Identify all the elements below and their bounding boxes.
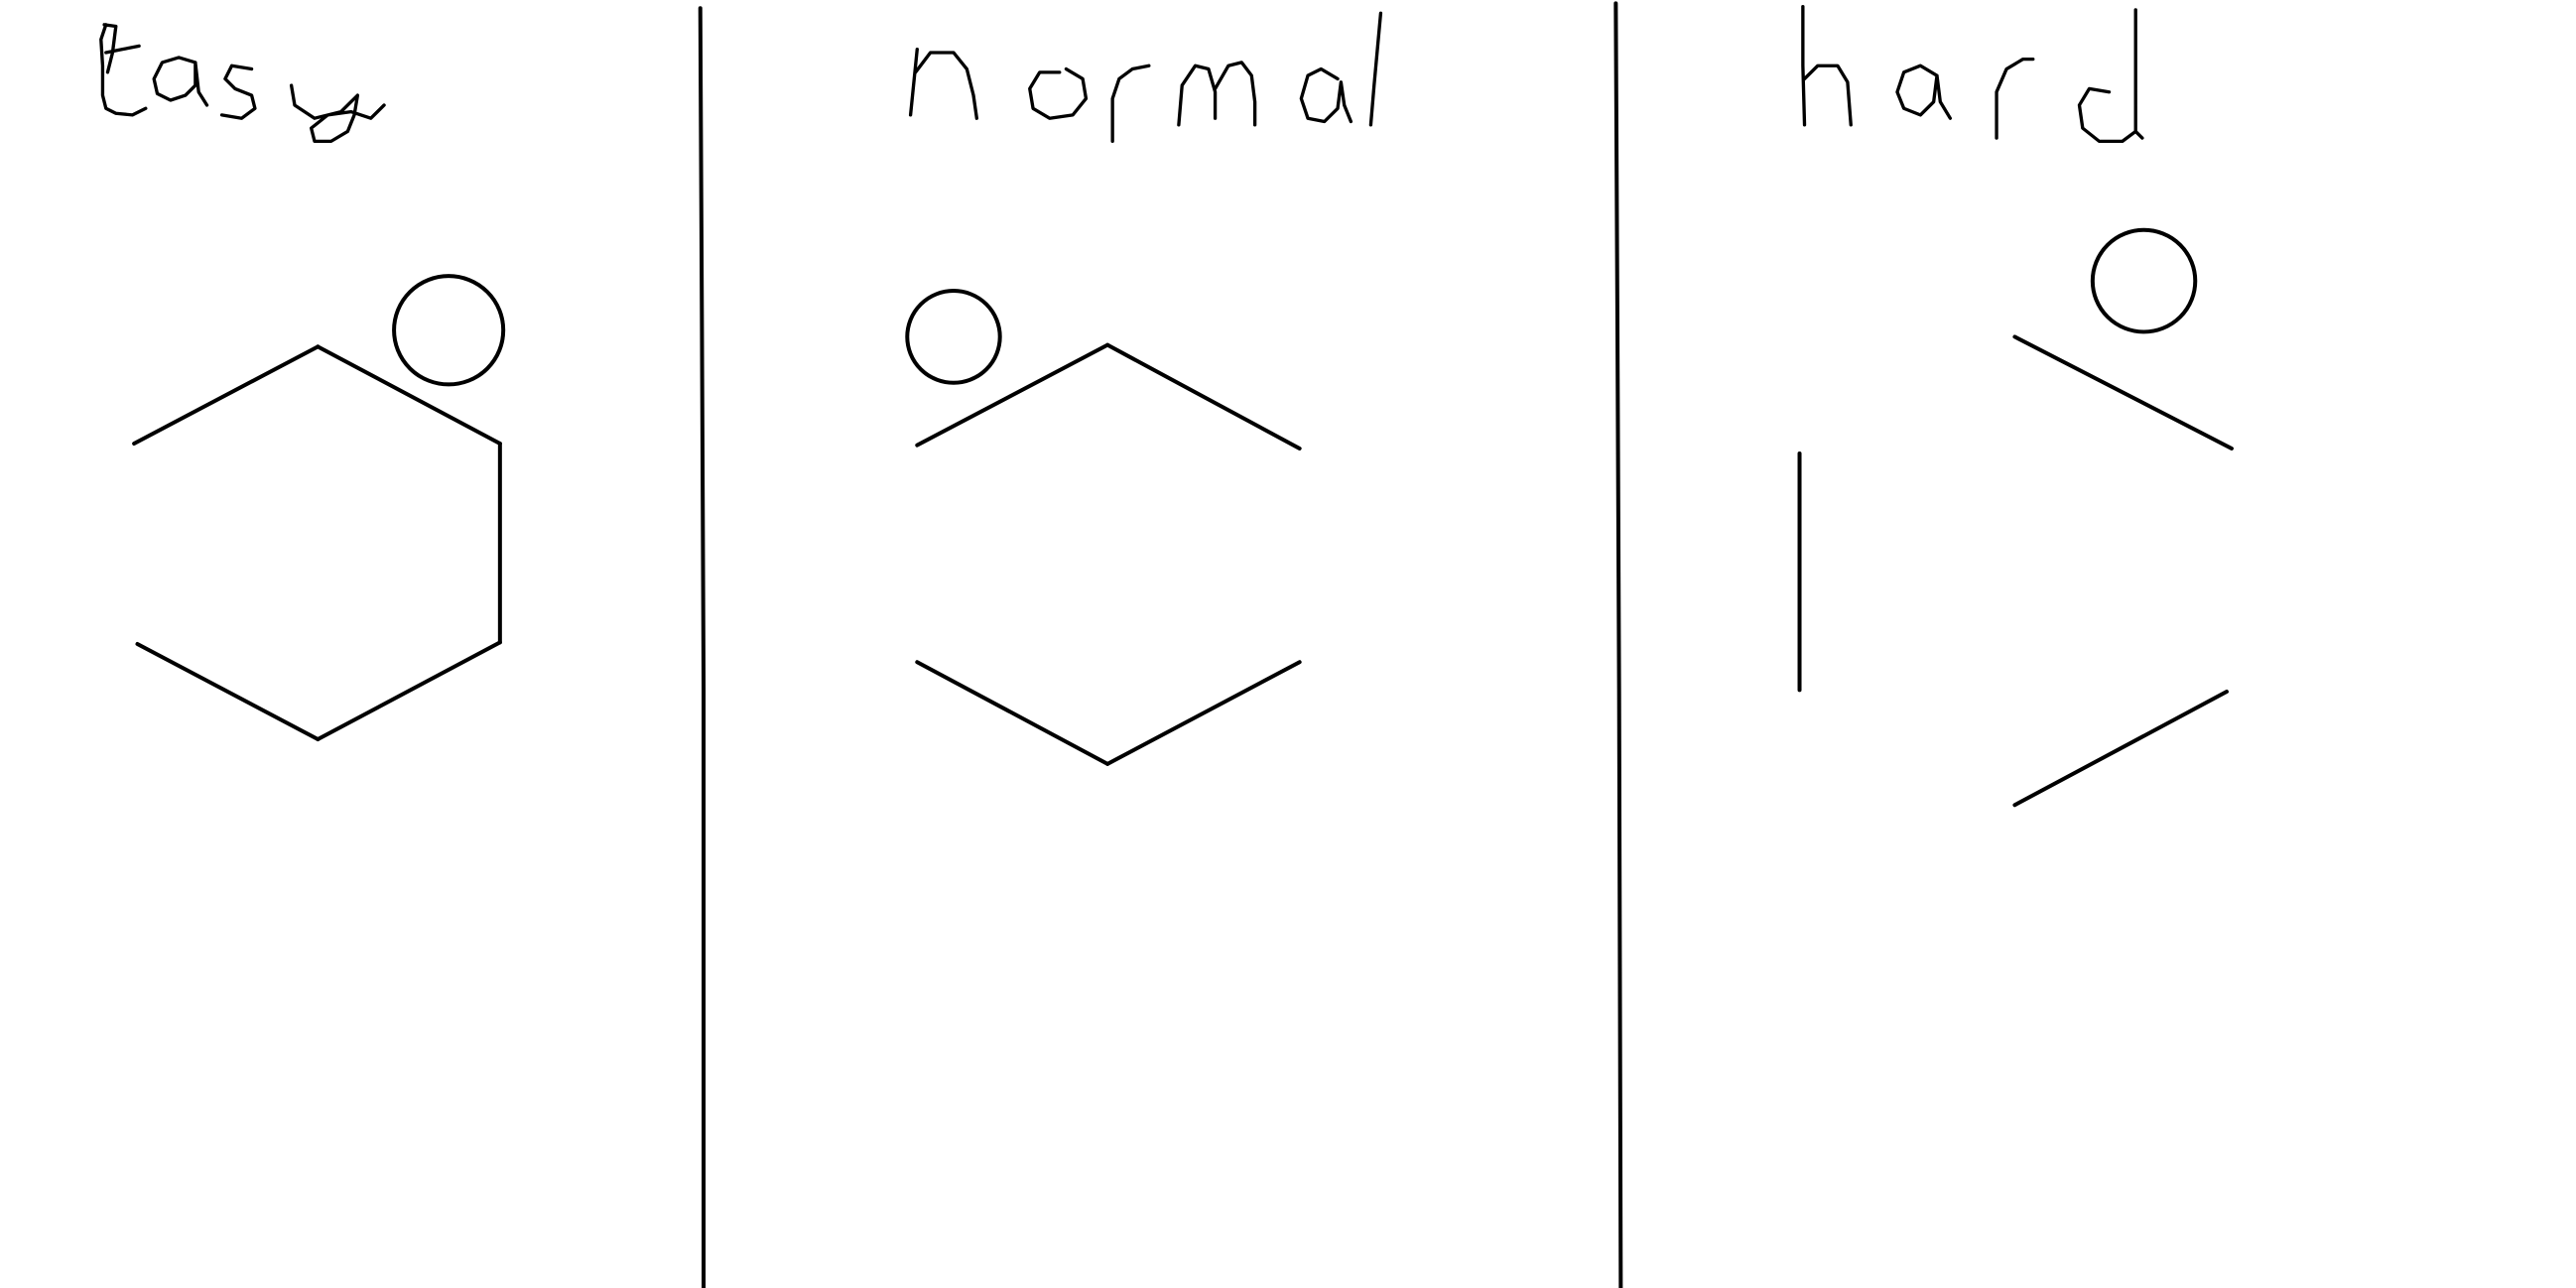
handwriting-normal-r [1110, 64, 1151, 144]
ball-easy [392, 274, 506, 387]
hexagon-hard [1797, 334, 2234, 808]
hexagon-easy [132, 344, 502, 742]
label-hard: hard [1801, 4, 2144, 144]
edge-hard-bottom-right [2012, 690, 2229, 808]
handwriting-normal-a [1299, 66, 1353, 124]
handwriting-normal-n [908, 48, 979, 120]
label-easy: easy [99, 23, 386, 144]
panel-divider-right [1613, 1, 1623, 1288]
handwriting-easy-y [289, 83, 386, 144]
handwriting-easy-s [219, 64, 257, 120]
handwriting-normal-o [1028, 66, 1089, 120]
panel-divider-left [698, 6, 707, 1288]
hexagon-normal [915, 342, 1302, 766]
edge-normal-bottom-right [1105, 660, 1302, 766]
edge-hard-top-right [2012, 334, 2234, 451]
panel-normal: normal [905, 11, 1383, 766]
edge-easy-bottom-left [135, 642, 321, 742]
handwriting-easy-e [99, 23, 148, 117]
handwriting-normal-l [1368, 11, 1383, 127]
edge-easy-top-left [132, 344, 321, 447]
handwriting-normal-m [1177, 61, 1257, 127]
edge-easy-top-right [316, 344, 502, 447]
handwriting-hard-h [1801, 4, 1853, 127]
handwriting-hard-d [2077, 8, 2144, 144]
handwriting-easy-a [152, 56, 209, 107]
handwriting-hard-r [1995, 57, 2035, 140]
ball-hard [2090, 227, 2198, 334]
panel-hard: hard [1797, 4, 2234, 808]
edge-normal-top-left [915, 342, 1110, 448]
edge-normal-top-right [1105, 342, 1302, 451]
label-normal: normal [908, 11, 1383, 144]
edge-normal-bottom-left [915, 660, 1110, 766]
edge-easy-bottom-right [316, 640, 502, 742]
panel-easy: easy [99, 23, 506, 742]
handwriting-hard-a [1895, 64, 1953, 120]
ball-normal [905, 289, 1002, 385]
